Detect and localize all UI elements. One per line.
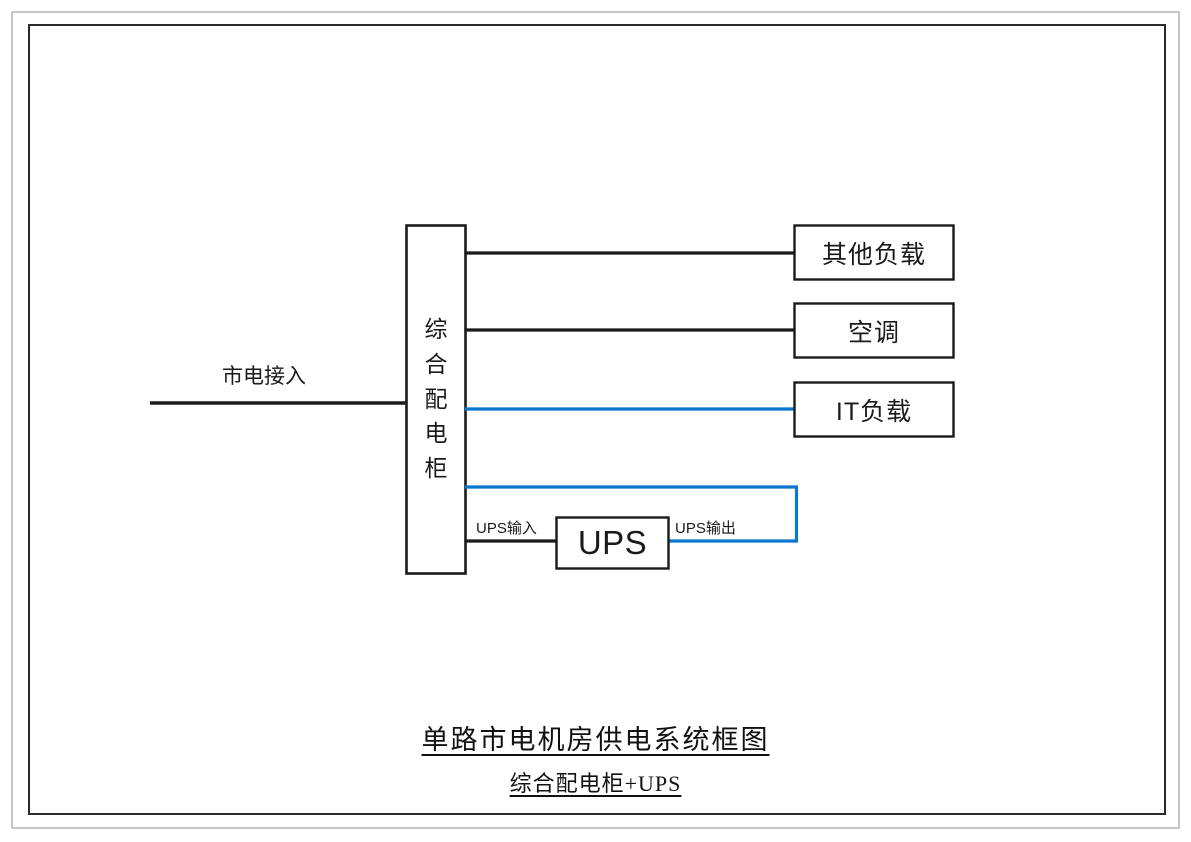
distribution-cabinet-label: 综 合 配 电 柜 xyxy=(406,225,466,573)
ups-box[interactable] xyxy=(555,516,670,570)
cabinet-char-5: 柜 xyxy=(424,455,448,482)
cabinet-char-1: 综 xyxy=(424,315,448,342)
cabinet-char-2: 合 xyxy=(424,350,448,377)
caption-subtitle: 综合配电柜+UPS xyxy=(509,771,682,796)
load-box-other-load[interactable] xyxy=(793,224,955,281)
cabinet-char-3: 配 xyxy=(424,385,448,412)
ups-box-label: UPS xyxy=(577,524,648,561)
inner-frame xyxy=(28,24,1166,815)
cabinet-char-4: 电 xyxy=(424,420,448,447)
load-label-it-load: IT负载 xyxy=(835,397,913,426)
diagram-caption: 单路市电机房供电系统框图 综合配电柜+UPS xyxy=(0,718,1191,798)
ups-input-label: UPS输入 xyxy=(476,520,537,537)
load-label-other-load: 其他负载 xyxy=(821,240,926,269)
ups-output-label: UPS输出 xyxy=(675,520,736,537)
caption-subtitle-row: 综合配电柜+UPS xyxy=(0,757,1191,798)
load-box-air-conditioner[interactable] xyxy=(793,302,955,359)
mains-input-label: 市电接入 xyxy=(222,365,306,388)
load-box-it-load[interactable] xyxy=(793,381,955,438)
load-label-air-conditioner: 空调 xyxy=(847,318,900,347)
caption-title-row: 单路市电机房供电系统框图 xyxy=(0,718,1191,757)
caption-title: 单路市电机房供电系统框图 xyxy=(421,725,770,755)
outer-frame xyxy=(11,11,1180,829)
distribution-cabinet-box[interactable] xyxy=(405,224,467,575)
